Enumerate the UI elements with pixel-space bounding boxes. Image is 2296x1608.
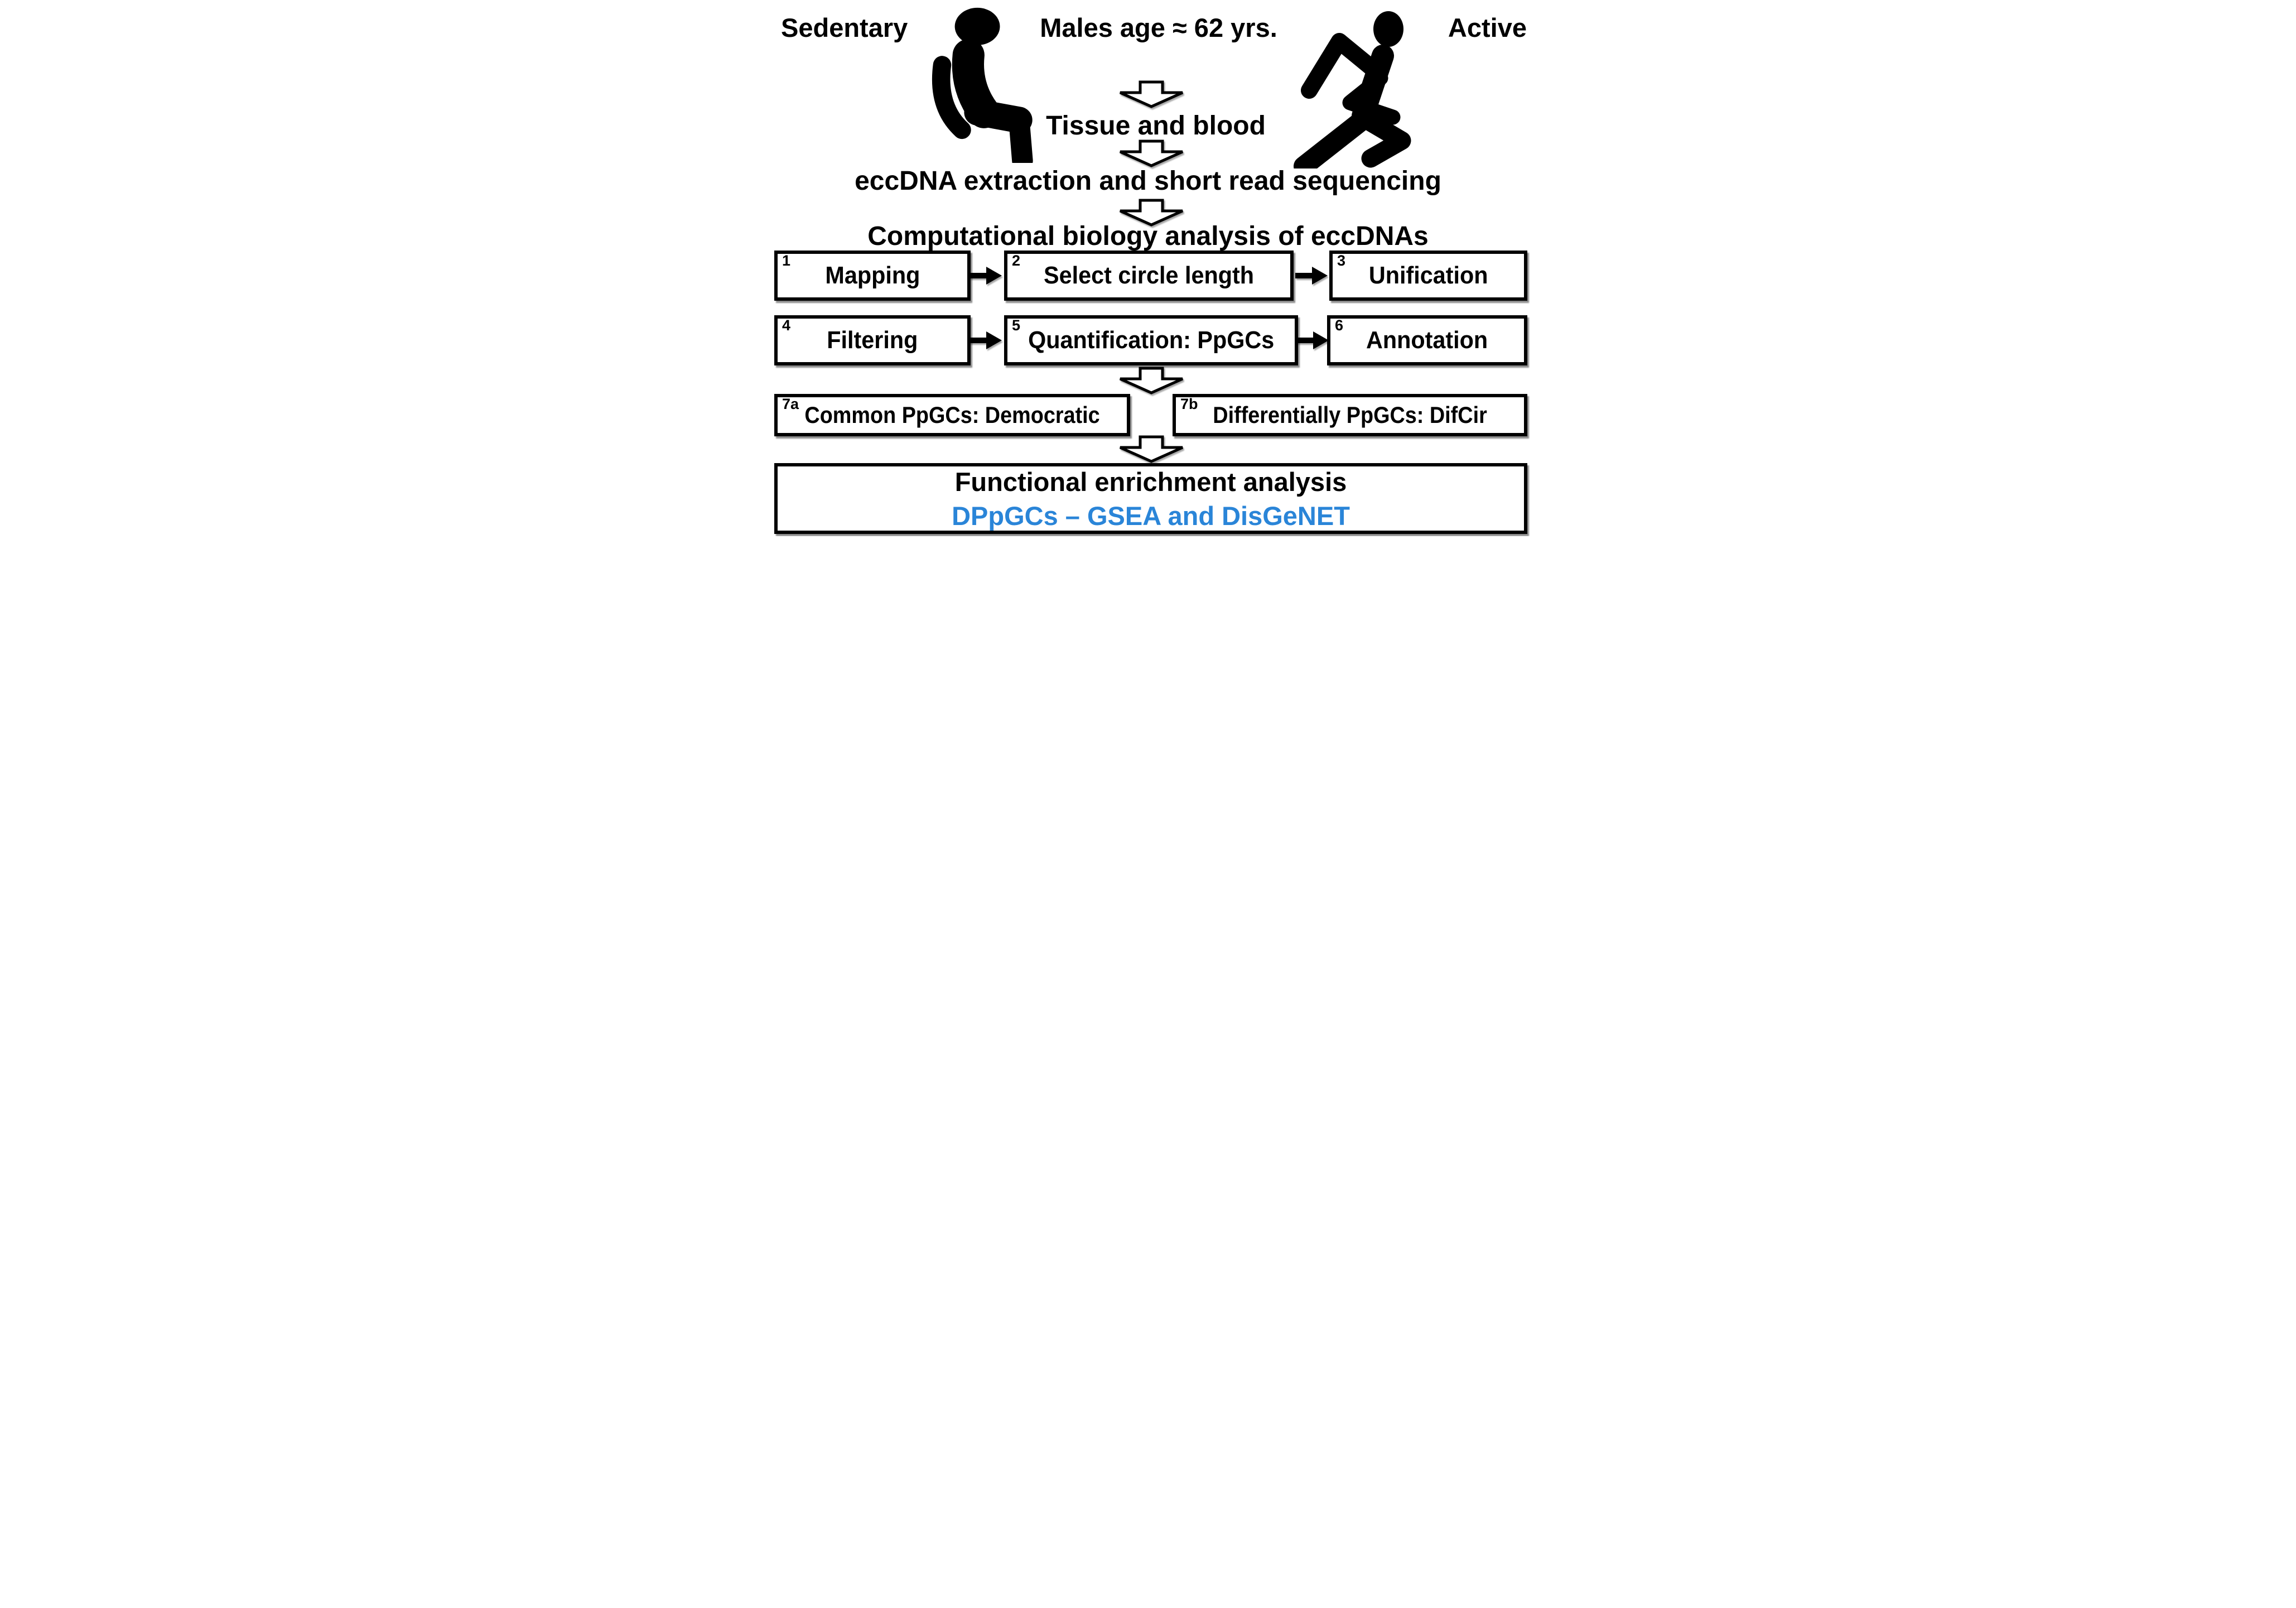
box-number: 7b (1180, 396, 1198, 412)
right-arrow-2 (1295, 266, 1329, 285)
sedentary-label: Sedentary (781, 13, 908, 42)
right-arrow-4 (1296, 331, 1330, 350)
box-label: Unification (1368, 262, 1488, 289)
box-label: Filtering (827, 326, 918, 354)
down-arrow-1 (1115, 80, 1188, 108)
box-unification: 3 Unification (1329, 251, 1527, 301)
box-number: 7a (782, 396, 799, 412)
box-label: Quantification: PpGCs (1028, 326, 1275, 354)
step-tissue-blood: Tissue and blood (1046, 111, 1266, 141)
down-arrow-2 (1115, 139, 1188, 167)
box-label: Common PpGCs: Democratic (804, 402, 1100, 428)
box-label: Select circle length (1044, 262, 1254, 289)
box-number: 4 (782, 317, 791, 334)
box-quantification-ppgcs: 5 Quantification: PpGCs (1004, 315, 1298, 365)
active-label: Active (1448, 13, 1527, 42)
box-differentially-ppgcs: 7b Differentially PpGCs: DifCir (1173, 394, 1527, 436)
right-arrow-1 (969, 266, 1003, 285)
box-select-circle-length: 2 Select circle length (1004, 251, 1294, 301)
down-arrow-4 (1115, 367, 1188, 394)
box-functional-enrichment: Functional enrichment analysis DPpGCs – … (774, 463, 1527, 534)
box-label: Differentially PpGCs: DifCir (1213, 402, 1487, 428)
box-annotation: 6 Annotation (1327, 315, 1527, 365)
final-box-line2: DPpGCs – GSEA and DisGeNET (952, 500, 1350, 531)
final-box-line1: Functional enrichment analysis (954, 466, 1347, 497)
running-person-icon (1292, 7, 1426, 168)
box-number: 2 (1012, 252, 1021, 269)
box-number: 1 (782, 252, 791, 269)
down-arrow-5 (1115, 435, 1188, 463)
box-number: 6 (1335, 317, 1344, 334)
box-common-ppgcs: 7a Common PpGCs: Democratic (774, 394, 1130, 436)
box-number: 3 (1337, 252, 1346, 269)
sitting-person-icon (922, 3, 1039, 163)
study-workflow-diagram: Sedentary Males age ≈ 62 yrs. Active (765, 0, 1531, 536)
down-arrow-3 (1115, 199, 1188, 227)
box-label: Mapping (824, 262, 920, 289)
box-mapping: 1 Mapping (774, 251, 971, 301)
males-age-label: Males age ≈ 62 yrs. (1040, 13, 1277, 42)
step-computational-analysis: Computational biology analysis of eccDNA… (867, 222, 1429, 251)
step-eccdna-extraction: eccDNA extraction and short read sequenc… (855, 166, 1441, 196)
box-filtering: 4 Filtering (774, 315, 971, 365)
right-arrow-3 (969, 331, 1003, 350)
box-label: Annotation (1366, 326, 1488, 354)
box-number: 5 (1012, 317, 1021, 334)
